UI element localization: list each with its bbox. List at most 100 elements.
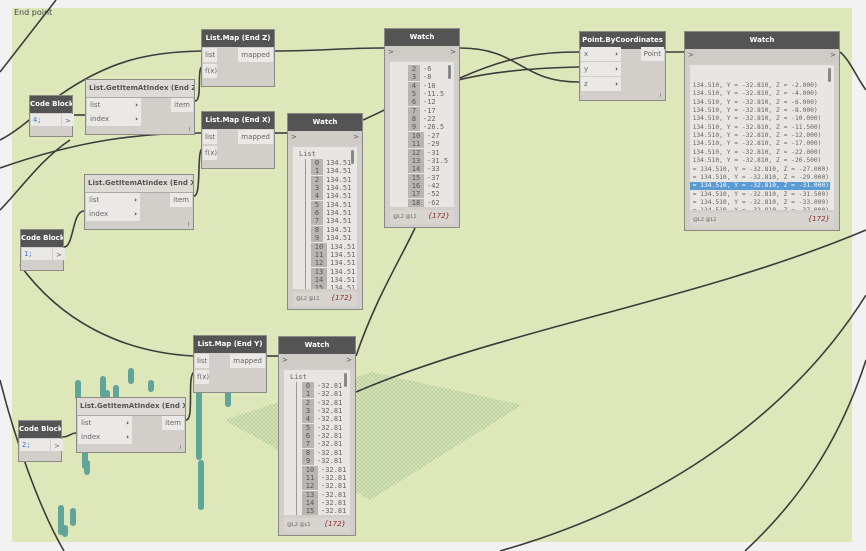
input-port-fx[interactable]: f(x) bbox=[195, 370, 209, 384]
input-port-list[interactable]: list bbox=[195, 354, 209, 368]
list-item[interactable]: 12-31 bbox=[408, 148, 440, 157]
watch-list[interactable]: = 134.510, Y = -32.810, Z = -2.000)= 134… bbox=[690, 65, 834, 210]
list-item[interactable]: X = 134.510, Y = -32.810, Z = -27.000) bbox=[690, 165, 830, 173]
list-item[interactable]: 10-27 bbox=[408, 131, 440, 140]
input-port[interactable]: > bbox=[282, 356, 288, 364]
list-item[interactable]: 4-10 bbox=[408, 81, 436, 90]
code-block-input[interactable]: 4; bbox=[31, 114, 61, 126]
list-item[interactable]: = 134.510, Y = -32.810, Z = -22.000) bbox=[690, 148, 822, 156]
output-port-mapped[interactable]: mapped bbox=[238, 130, 273, 144]
get-item-at-index-node[interactable]: List.GetItemAtIndex (End Z)list›index›it… bbox=[85, 79, 195, 135]
input-port-x[interactable]: x› bbox=[581, 47, 621, 61]
input-port-list[interactable]: list bbox=[203, 48, 217, 62]
output-port[interactable]: > bbox=[62, 114, 74, 126]
list-item[interactable]: 17-52 bbox=[408, 190, 440, 199]
list-item[interactable]: X = 134.510, Y = -32.810, Z = -37.000) bbox=[690, 207, 830, 210]
get-item-at-index-node[interactable]: List.GetItemAtIndex (End X,Y)list›index›… bbox=[76, 397, 186, 453]
scrollbar[interactable] bbox=[828, 68, 831, 82]
list-item[interactable]: 12-32.81 bbox=[302, 482, 346, 491]
list-item[interactable]: 14-32.81 bbox=[302, 498, 346, 507]
list-item[interactable]: 8-22 bbox=[408, 115, 436, 124]
list-item[interactable]: 15-32.81 bbox=[302, 507, 346, 515]
get-item-at-index-node[interactable]: List.GetItemAtIndex (End X,Y)list›index›… bbox=[84, 174, 194, 230]
input-port-list[interactable]: list› bbox=[86, 193, 140, 207]
list-item[interactable]: 7-17 bbox=[408, 106, 436, 115]
input-port-index[interactable]: index› bbox=[78, 430, 132, 444]
input-port-y[interactable]: y› bbox=[581, 62, 621, 76]
input-port-index[interactable]: index› bbox=[86, 207, 140, 221]
output-port-mapped[interactable]: mapped bbox=[230, 354, 265, 368]
list-item[interactable]: 15-37 bbox=[408, 173, 440, 182]
list-item[interactable]: 3-8 bbox=[408, 73, 431, 82]
output-port[interactable]: > bbox=[51, 439, 63, 451]
list-item[interactable]: 6-32.81 bbox=[302, 432, 342, 441]
input-port[interactable]: > bbox=[388, 48, 394, 56]
list-item[interactable]: 3-32.81 bbox=[302, 407, 342, 416]
list-item[interactable]: = 134.510, Y = -32.810, Z = -11.500) bbox=[690, 123, 822, 131]
output-port[interactable]: > bbox=[53, 248, 65, 260]
list-item[interactable]: 7-32.81 bbox=[302, 440, 342, 449]
list-item[interactable]: = 134.510, Y = -32.810, Z = -2.000) bbox=[690, 82, 818, 89]
input-port-list[interactable]: list› bbox=[87, 98, 141, 112]
scrollbar[interactable] bbox=[344, 373, 347, 387]
list-item[interactable]: 8-32.81 bbox=[302, 448, 342, 457]
list-item[interactable]: 6-12 bbox=[408, 98, 436, 107]
list-item[interactable]: 5-11.5 bbox=[408, 90, 444, 99]
list-item[interactable]: 14-33 bbox=[408, 165, 440, 174]
input-port-fx[interactable]: f(x) bbox=[203, 64, 217, 78]
list-item[interactable]: 2-32.81 bbox=[302, 398, 342, 407]
input-port-list[interactable]: list bbox=[203, 130, 217, 144]
list-item[interactable]: 2-6 bbox=[408, 65, 431, 73]
output-port[interactable]: > bbox=[346, 356, 352, 364]
list-item[interactable]: = 134.510, Y = -32.810, Z = -6.000) bbox=[690, 98, 818, 106]
input-port-index[interactable]: index› bbox=[87, 112, 141, 126]
output-port[interactable]: > bbox=[830, 51, 836, 59]
list-item[interactable]: = 134.510, Y = -32.810, Z = -4.000) bbox=[690, 90, 818, 98]
list-item[interactable]: X = 134.510, Y = -32.810, Z = -33.000) bbox=[690, 198, 830, 206]
list-item[interactable]: = 134.510, Y = -32.810, Z = -26.500) bbox=[690, 157, 822, 165]
code-block-input[interactable]: 1; bbox=[22, 248, 52, 260]
code-block-input[interactable]: 2; bbox=[20, 439, 50, 451]
input-port-z[interactable]: z› bbox=[581, 77, 621, 91]
output-port[interactable]: > bbox=[450, 48, 456, 56]
output-port-item[interactable]: item bbox=[162, 416, 184, 430]
list-item[interactable]: 0-32.81 bbox=[302, 382, 342, 390]
output-port-point[interactable]: Point bbox=[640, 47, 664, 61]
list-item[interactable]: 10-32.81 bbox=[302, 465, 346, 474]
output-port[interactable]: > bbox=[353, 133, 359, 141]
list-item[interactable]: = 134.510, Y = -32.810, Z = -8.000) bbox=[690, 107, 818, 115]
list-item[interactable]: = 134.510, Y = -32.810, Z = -12.000) bbox=[690, 132, 822, 140]
output-port-item[interactable]: item bbox=[170, 193, 192, 207]
list-item[interactable]: 9-32.81 bbox=[302, 457, 342, 466]
list-item[interactable]: 16-42 bbox=[408, 181, 440, 190]
input-port[interactable]: > bbox=[291, 133, 297, 141]
list-item[interactable]: X = 134.510, Y = -32.810, Z = -29.000) bbox=[690, 173, 830, 181]
list-item[interactable]: 11-32.81 bbox=[302, 473, 346, 482]
list-item[interactable]: 4-32.81 bbox=[302, 415, 342, 424]
